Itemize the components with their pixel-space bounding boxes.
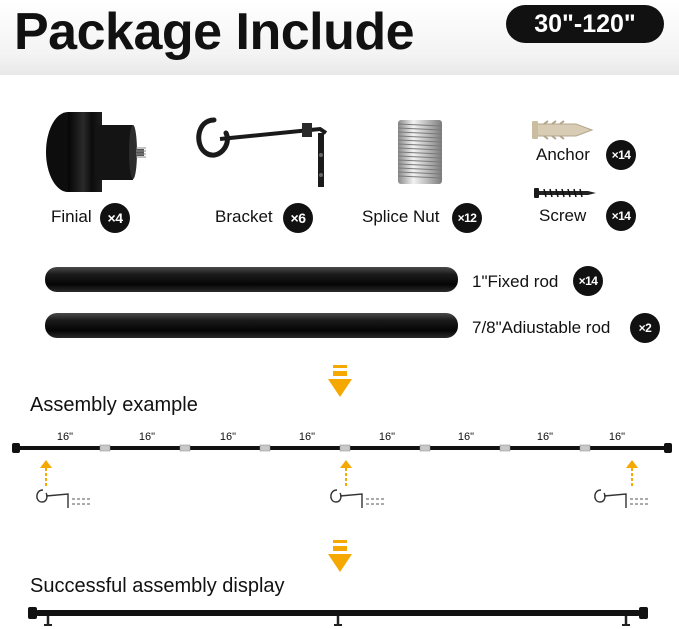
segment-length-label: 16" [378, 431, 396, 443]
adjustable-rod-image [45, 313, 458, 338]
adjustable-rod-qty-badge: ×2 [630, 313, 660, 343]
splice-nut-qty-badge: ×12 [452, 203, 482, 233]
screw-qty-badge: ×14 [606, 201, 636, 231]
anchor-qty-badge: ×14 [606, 140, 636, 170]
bracket-sketch-icon [36, 489, 90, 508]
segment-length-label: 16" [219, 431, 237, 443]
screw-label: Screw [539, 206, 587, 225]
segment-length-label: 16" [56, 431, 74, 443]
segment-length-label: 16" [138, 431, 156, 443]
down-arrow-icon [328, 365, 352, 397]
header-band: Package Include 30"-120" [0, 0, 679, 75]
assembly-rod-diagram [12, 443, 672, 453]
adjustable-rod-label: 7/8"Adiustable rod [472, 318, 611, 337]
segment-length-label: 16" [298, 431, 316, 443]
fixed-rod-label: 1"Fixed rod [472, 272, 559, 291]
fixed-rod-qty-badge: ×14 [573, 266, 603, 296]
up-arrow-icon [626, 460, 638, 486]
down-arrow-icon [328, 540, 352, 572]
up-arrow-icon [340, 460, 352, 486]
bracket-image [196, 117, 328, 187]
finial-image [46, 112, 146, 192]
splice-nut-image [397, 120, 443, 184]
finial-label: Finial [51, 207, 92, 226]
page-title: Package Include [14, 3, 415, 61]
bracket-sketch-icon [330, 489, 384, 508]
finial-qty-badge: ×4 [100, 203, 130, 233]
successful-assembly-title: Successful assembly display [30, 575, 285, 597]
splice-nut-label: Splice Nut [362, 207, 440, 226]
bracket-qty-badge: ×6 [283, 203, 313, 233]
anchor-image [532, 120, 594, 140]
length-range-badge: 30"-120" [506, 5, 664, 43]
segment-length-label: 16" [536, 431, 554, 443]
assembled-rod-image [28, 607, 648, 626]
bracket-label: Bracket [215, 207, 273, 226]
up-arrow-icon [40, 460, 52, 486]
bracket-sketch-icon [594, 489, 648, 508]
fixed-rod-image [45, 267, 458, 292]
screw-image [534, 188, 596, 198]
segment-length-label: 16" [457, 431, 475, 443]
anchor-label: Anchor [536, 145, 590, 164]
segment-length-label: 16" [608, 431, 626, 443]
assembly-example-title: Assembly example [30, 394, 198, 416]
